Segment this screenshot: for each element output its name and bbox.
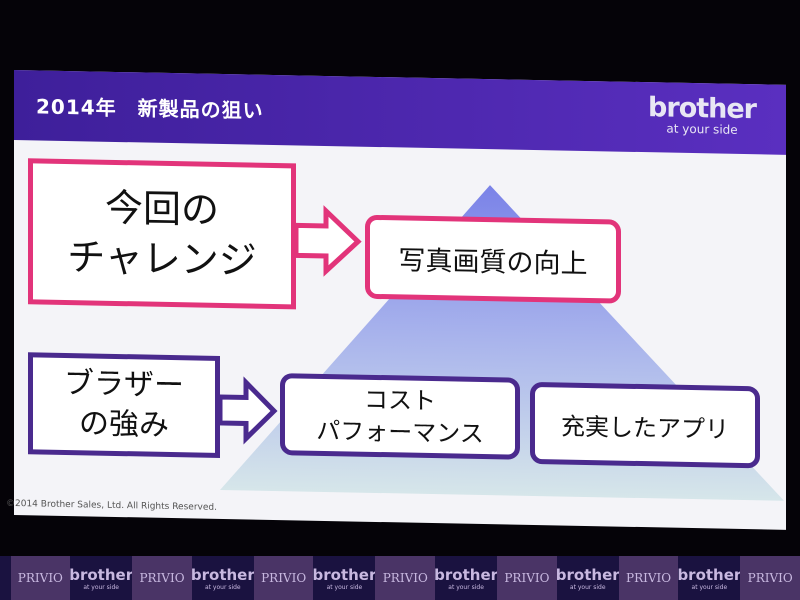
banner-privio: PRIVIO [10, 556, 71, 600]
strength-arrow [217, 376, 278, 445]
banner-privio: PRIVIO [253, 556, 314, 600]
banner-privio: PRIVIO [497, 556, 557, 600]
challenge-label-box: 今回の チャレンジ [28, 158, 296, 310]
strength-box-apps: 充実したアプリ [530, 381, 760, 469]
banner-privio: PRIVIO [132, 556, 192, 600]
challenge-target-box: 写真画質の向上 [365, 214, 621, 304]
strength-label-box: ブラザー の強み [28, 352, 220, 458]
strength-box-cost-performance: コスト パフォーマンス [280, 373, 520, 460]
banner-edge [0, 556, 11, 600]
challenge-arrow [293, 205, 362, 277]
banner-privio: PRIVIO [740, 556, 800, 600]
presentation-slide: 2014年 新製品の狙い brother at your side 今回の チャ… [6, 70, 786, 530]
banner-privio: PRIVIO [375, 556, 436, 600]
banner-privio: PRIVIO [618, 556, 679, 600]
